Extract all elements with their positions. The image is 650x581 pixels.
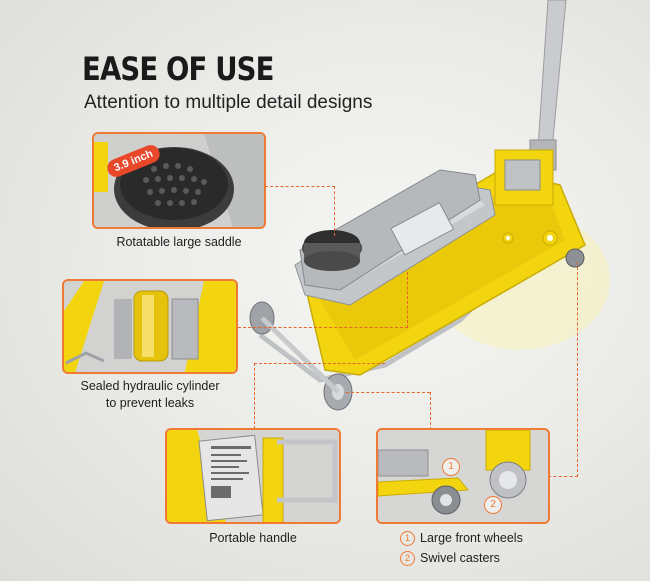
cylinder-detail-panel <box>62 279 238 374</box>
saddle-detail-panel: 3.9 inch <box>92 132 266 229</box>
connector-line-wheels-down <box>430 392 431 430</box>
connector-line-casters-h <box>548 476 578 477</box>
wheel-number-badge: 1 <box>442 458 460 476</box>
number-one-icon: 1 <box>400 531 415 547</box>
saddle-detail-image <box>94 134 264 227</box>
cylinder-caption-line2: to prevent leaks <box>105 396 195 410</box>
connector-line-cylinder <box>238 327 408 328</box>
connector-line-casters <box>577 262 578 477</box>
cylinder-caption-line1: Sealed hydraulic cylinder <box>80 379 220 393</box>
wheels-label: Large front wheels <box>420 531 523 545</box>
saddle-caption: Rotatable large saddle <box>116 235 242 249</box>
connector-line-handle-down <box>254 363 255 429</box>
wheels-detail-panel: 1 2 <box>376 428 550 524</box>
connector-line-cylinder-up <box>407 272 408 328</box>
cylinder-caption: Sealed hydraulic cylinder to prevent lea… <box>62 378 238 412</box>
wheels-caption-item-1: 1 Large front wheels <box>400 530 560 547</box>
number-two-icon: 2 <box>400 551 415 567</box>
casters-label: Swivel casters <box>420 551 500 565</box>
connector-line-saddle-down <box>334 186 335 236</box>
caster-number-badge: 2 <box>484 496 502 514</box>
connector-line-saddle <box>265 186 335 187</box>
page-subtitle: Attention to multiple detail designs <box>84 92 373 113</box>
handle-detail-panel <box>165 428 341 524</box>
page-title: EASE OF USE <box>82 50 274 88</box>
handle-detail-image <box>167 430 339 522</box>
cylinder-detail-image <box>64 281 236 372</box>
connector-line-handle <box>254 363 385 364</box>
wheels-caption-list: 1 Large front wheels 2 Swivel casters <box>400 530 560 567</box>
wheels-caption-item-2: 2 Swivel casters <box>400 550 560 567</box>
wheels-detail-image <box>378 430 548 522</box>
connector-line-wheels <box>346 392 430 393</box>
handle-caption: Portable handle <box>209 531 297 545</box>
